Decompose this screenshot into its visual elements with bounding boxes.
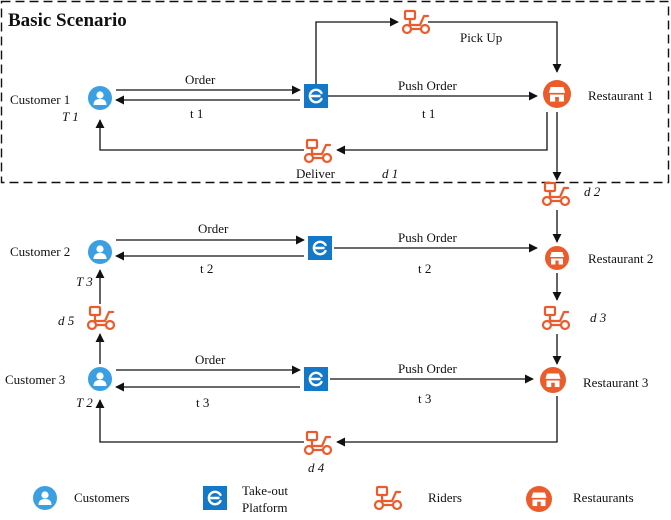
legend-platform-label-1: Take-out xyxy=(242,483,288,498)
d5-label: d 5 xyxy=(58,313,75,328)
connectors xyxy=(95,17,562,447)
t2-label-right: t 2 xyxy=(418,261,431,276)
platform-3-icon xyxy=(304,367,328,391)
order-label-1: Order xyxy=(185,72,216,87)
T3-label: T 3 xyxy=(76,274,93,289)
legend-customer-icon xyxy=(33,486,57,510)
customer-2-label: Customer 2 xyxy=(10,244,70,259)
order-label-3: Order xyxy=(195,352,226,367)
rider-pick-up-icon xyxy=(401,9,431,35)
push-order-label-2: Push Order xyxy=(398,230,458,245)
order-label-2: Order xyxy=(198,221,229,236)
customer-3-icon xyxy=(88,367,112,391)
push-order-label-1: Push Order xyxy=(398,78,458,93)
d4-label: d 4 xyxy=(308,460,325,475)
legend: Customers Take-out Platform Riders Resta… xyxy=(33,483,634,515)
t3-label-right: t 3 xyxy=(418,391,431,406)
restaurant-1-label: Restaurant 1 xyxy=(588,88,653,103)
T1-label: T 1 xyxy=(62,109,79,124)
t2-label-left: t 2 xyxy=(200,261,213,276)
customer-2-icon xyxy=(88,240,112,264)
legend-platform-label-2: Platform xyxy=(242,500,288,515)
d2-label: d 2 xyxy=(584,184,601,199)
customer-3-label: Customer 3 xyxy=(5,372,65,387)
push-order-label-3: Push Order xyxy=(398,361,458,376)
rider-d4-icon xyxy=(303,430,333,456)
deliver-label: Deliver xyxy=(296,166,336,181)
restaurant-2-icon xyxy=(545,246,569,270)
T2-label: T 2 xyxy=(76,395,93,410)
deliver-path-a xyxy=(336,112,548,155)
legend-platform-icon xyxy=(203,486,227,510)
restaurant-3-icon xyxy=(540,367,566,393)
legend-rider-icon xyxy=(373,485,403,511)
restaurant-3-label: Restaurant 3 xyxy=(583,375,648,390)
legend-riders-label: Riders xyxy=(428,490,462,505)
restaurant-1-icon xyxy=(543,80,571,108)
platform-1-icon xyxy=(304,84,328,108)
customer-1-icon xyxy=(88,86,112,110)
t1-label-left: t 1 xyxy=(190,106,203,121)
basic-scenario-frame xyxy=(0,0,670,184)
deliver-path-b xyxy=(95,119,304,151)
platform-2-icon xyxy=(308,236,332,260)
pick-up-path-b xyxy=(428,21,562,73)
restaurant-2-label: Restaurant 2 xyxy=(588,251,653,266)
d4-path-b xyxy=(95,399,304,443)
d3-label: d 3 xyxy=(590,310,607,325)
rider-d3-icon xyxy=(541,305,571,331)
legend-restaurant-icon xyxy=(526,486,552,512)
d1-label: d 1 xyxy=(382,166,398,181)
d4-path-a xyxy=(336,396,558,447)
scenario-title: Basic Scenario xyxy=(8,10,127,31)
rider-d5-icon xyxy=(86,305,116,331)
t3-label-left: t 3 xyxy=(196,395,209,410)
rider-d2-icon xyxy=(541,181,571,207)
pick-up-label: Pick Up xyxy=(460,30,502,45)
rider-deliver-icon xyxy=(303,138,333,164)
t1-label-right: t 1 xyxy=(422,106,435,121)
legend-customers-label: Customers xyxy=(74,490,130,505)
customer-1-label: Customer 1 xyxy=(10,92,70,107)
pick-up-path-a xyxy=(315,17,399,84)
legend-restaurants-label: Restaurants xyxy=(573,490,634,505)
